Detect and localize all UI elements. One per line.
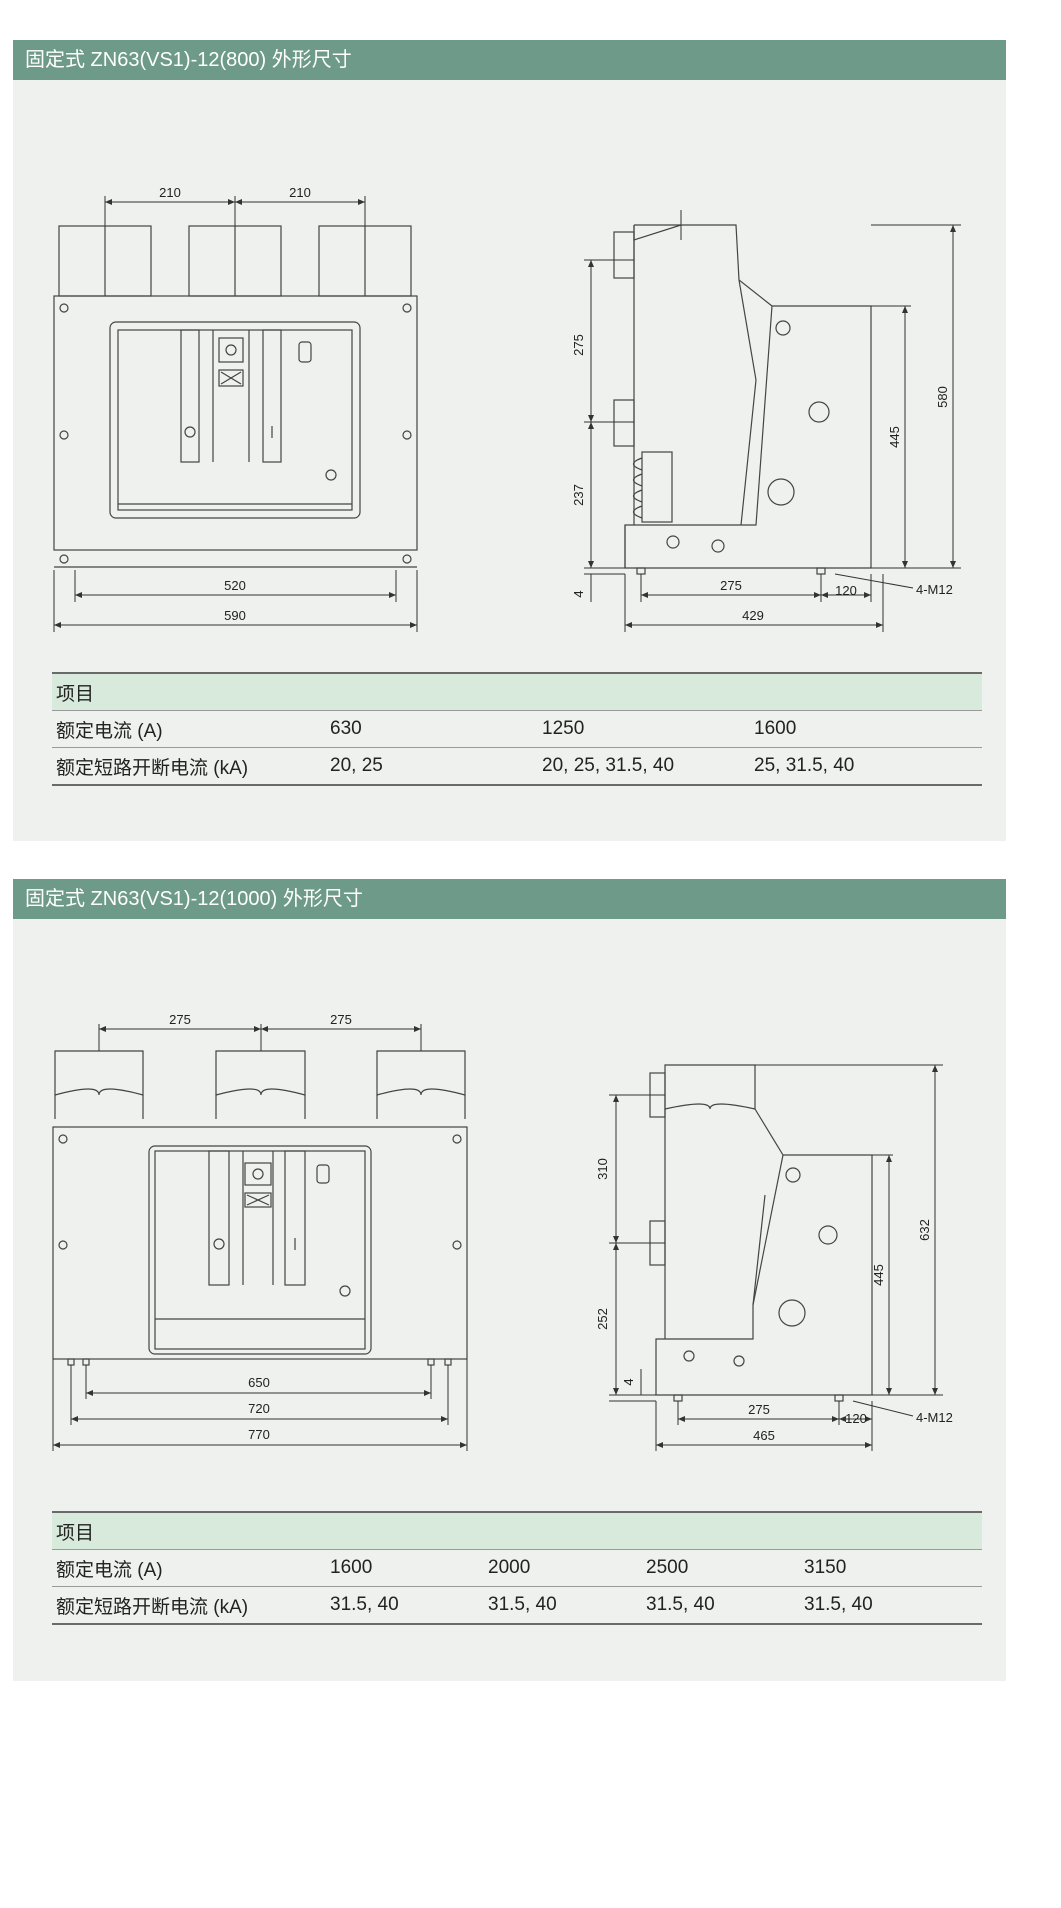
table-header-row: 项目 [52, 672, 983, 711]
dim-base-offset: 4 [571, 590, 586, 597]
dim-base-offset: 4 [621, 1378, 636, 1385]
side-bushing [664, 1064, 756, 1110]
dim-lower-height: 252 [595, 1308, 610, 1330]
front-panel [109, 321, 361, 519]
table-row: 额定电流 (A) 630 1250 1600 [52, 710, 983, 748]
spec-table: 项目 额定电流 (A) 630 1250 1600 额定短路开断电流 (kA) … [52, 672, 983, 786]
dim-width-b: 720 [248, 1401, 270, 1416]
drawing-svg: 210 210 520 590 [53, 185, 961, 632]
dim-total-height: 580 [935, 386, 950, 408]
drawing-svg: 275 275 650 720 770 [52, 1012, 953, 1451]
section-title: 固定式 ZN63(VS1)-12(800) 外形尺寸 [13, 40, 1006, 80]
dim-total-depth: 465 [753, 1428, 775, 1443]
cell: 31.5, 40 [484, 1586, 642, 1625]
front-panel [148, 1145, 372, 1355]
section-title: 固定式 ZN63(VS1)-12(1000) 外形尺寸 [13, 879, 1006, 919]
lower-terminal [613, 399, 635, 447]
dim-pitch-right: 210 [289, 185, 311, 200]
dim-outer-width: 590 [224, 608, 246, 623]
cell: 2500 [642, 1549, 800, 1587]
dim-upper-height: 310 [595, 1158, 610, 1180]
table-header-row: 项目 [52, 1511, 983, 1550]
row-label: 额定电流 (A) [52, 710, 326, 748]
row-label: 额定短路开断电流 (kA) [52, 1586, 326, 1625]
cell: 2000 [484, 1549, 642, 1587]
table-header: 项目 [52, 1511, 983, 1550]
bushing-middle [215, 1050, 306, 1096]
dim-lower-height: 237 [571, 484, 586, 506]
dim-width-a: 650 [248, 1375, 270, 1390]
dim-bolt: 4-M12 [916, 582, 953, 597]
cell: 1250 [538, 710, 750, 748]
dim-frame-height: 445 [871, 1264, 886, 1286]
dim-pitch-left: 210 [159, 185, 181, 200]
spec-table: 项目 额定电流 (A) 1600 2000 2500 3150 额定短路开断电流… [52, 1511, 983, 1625]
dimension-drawing: 275 275 650 720 770 [13, 919, 1006, 1479]
cell: 20, 25 [326, 747, 538, 786]
dim-total-height: 632 [917, 1219, 932, 1241]
front-body [52, 1126, 468, 1360]
cell: 31.5, 40 [642, 1586, 800, 1625]
table-row: 额定电流 (A) 1600 2000 2500 3150 [52, 1549, 983, 1587]
table-header: 项目 [52, 672, 983, 711]
dim-upper-height: 275 [571, 334, 586, 356]
cell: 3150 [800, 1549, 983, 1587]
dim-depth-a: 275 [748, 1402, 770, 1417]
upper-terminal [613, 231, 635, 279]
dim-inner-width: 520 [224, 578, 246, 593]
row-label: 额定短路开断电流 (kA) [52, 747, 326, 786]
dim-bolt: 4-M12 [916, 1410, 953, 1425]
cell: 31.5, 40 [326, 1586, 484, 1625]
cell: 25, 31.5, 40 [750, 747, 983, 786]
dim-pitch-left: 275 [169, 1012, 191, 1027]
dim-depth-a: 275 [720, 578, 742, 593]
mounting-holes [59, 303, 412, 564]
bushing-left [54, 1050, 144, 1096]
section-1000: 固定式 ZN63(VS1)-12(1000) 外形尺寸 [13, 879, 1006, 1681]
dimension-drawing: 210 210 520 590 [13, 80, 1006, 640]
dim-frame-height: 445 [887, 426, 902, 448]
dim-pitch-right: 275 [330, 1012, 352, 1027]
bushing-right [376, 1050, 466, 1096]
cell: 31.5, 40 [800, 1586, 983, 1625]
cell: 630 [326, 710, 538, 748]
cell: 1600 [326, 1549, 484, 1587]
row-label: 额定电流 (A) [52, 1549, 326, 1587]
mounting-holes [58, 1134, 462, 1250]
side-frame [624, 224, 872, 569]
dim-depth-b: 120 [835, 583, 857, 598]
dim-width-c: 770 [248, 1427, 270, 1442]
table-row: 额定短路开断电流 (kA) 31.5, 40 31.5, 40 31.5, 40… [52, 1586, 983, 1625]
front-body [53, 295, 418, 551]
dim-total-depth: 429 [742, 608, 764, 623]
section-800: 固定式 ZN63(VS1)-12(800) 外形尺寸 [13, 40, 1006, 841]
dim-depth-b: 120 [845, 1411, 867, 1426]
table-row: 额定短路开断电流 (kA) 20, 25 20, 25, 31.5, 40 25… [52, 747, 983, 786]
cell: 1600 [750, 710, 983, 748]
cell: 20, 25, 31.5, 40 [538, 747, 750, 786]
